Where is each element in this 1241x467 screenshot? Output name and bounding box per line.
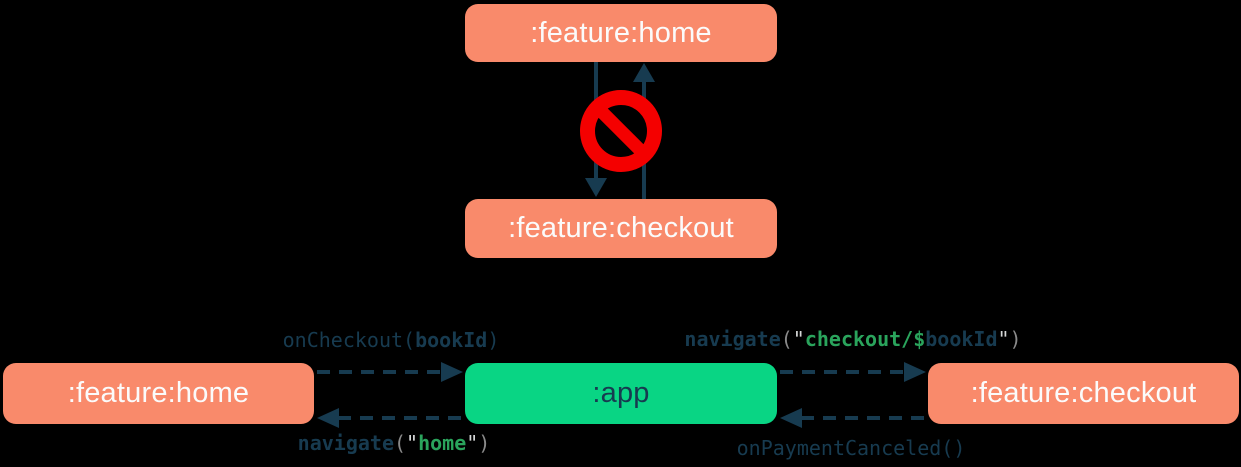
no-entry-icon [580, 90, 662, 172]
code-token: bookId [415, 328, 488, 352]
code-token: ( [780, 327, 793, 351]
node-feature-checkout: :feature:checkout [928, 363, 1239, 424]
code-token: checkout/$ [804, 327, 926, 351]
arrow-app-to-home-head [317, 408, 339, 428]
code-token: home [418, 431, 467, 455]
code-token: ( [393, 431, 407, 455]
code-token: ) [487, 328, 500, 352]
edge-label-onpaymentcanceled: onPaymentCanceled() [737, 437, 966, 459]
node-feature-home: :feature:home [3, 363, 314, 424]
edge-label-navigate-checkout: navigate("checkout/$bookId") [684, 328, 1021, 350]
arrow-home-to-checkout-head [585, 178, 607, 197]
arrow-checkout-to-app-head [780, 408, 802, 428]
arrow-app-to-checkout-head [904, 362, 926, 382]
edge-label-oncheckout: onCheckout(bookId) [283, 329, 500, 351]
arrow-home-to-app-head [441, 362, 463, 382]
node-feature-checkout-top: :feature:checkout [465, 199, 777, 258]
code-token: ) [1009, 327, 1022, 351]
code-token: onCheckout( [282, 328, 416, 352]
node-feature-home-top: :feature:home [465, 4, 777, 62]
code-token: " [792, 327, 805, 351]
edge-label-navigate-home: navigate("home") [298, 432, 491, 454]
code-token: navigate [684, 327, 781, 351]
code-token: onPaymentCanceled() [736, 436, 966, 460]
code-token: bookId [925, 327, 998, 351]
node-app: :app [465, 363, 777, 424]
code-token: ) [478, 431, 491, 455]
code-token: " [997, 327, 1010, 351]
code-token: " [406, 431, 419, 455]
code-token: navigate [297, 431, 394, 455]
code-token: " [466, 431, 479, 455]
arrow-checkout-to-home-head [633, 63, 655, 82]
